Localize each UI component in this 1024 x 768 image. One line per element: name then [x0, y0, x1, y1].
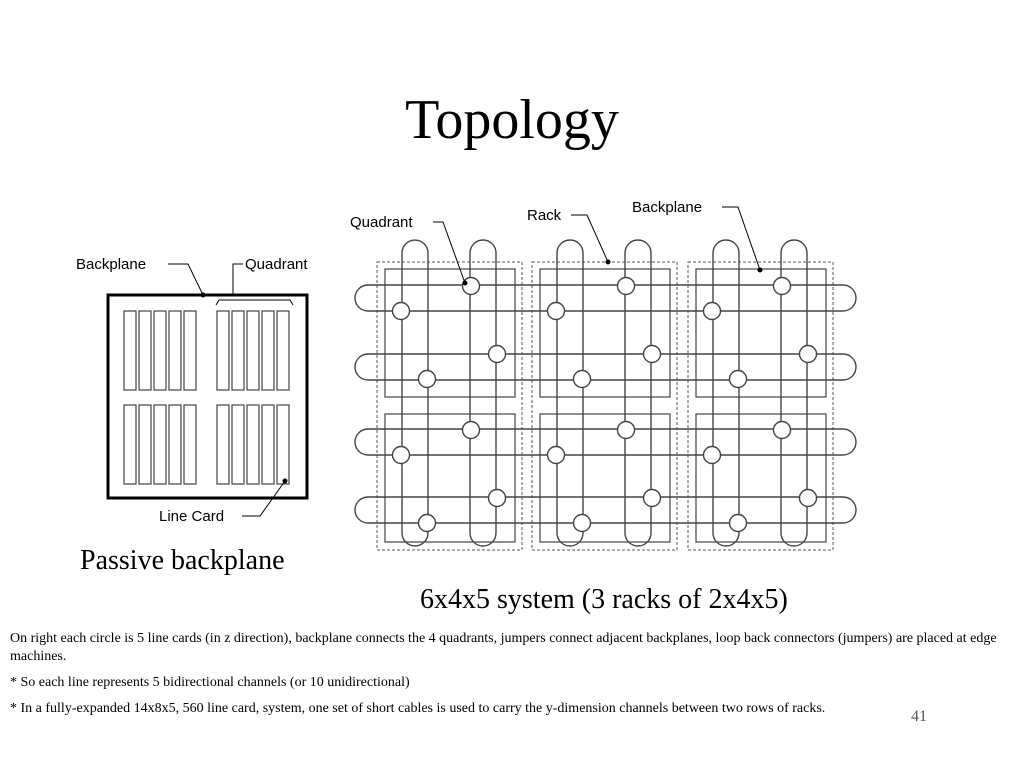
y-loop: [556, 239, 584, 547]
y-loop: [780, 239, 808, 547]
line-card-node: [772, 276, 792, 296]
rack-outlines: [376, 261, 834, 551]
caption-system: 6x4x5 system (3 racks of 2x4x5): [420, 584, 788, 615]
line-card-nodes: [391, 276, 818, 533]
line-card: [231, 310, 245, 391]
line-card: [138, 310, 152, 391]
y-loop: [401, 239, 429, 547]
label-backplane: Backplane: [76, 256, 146, 273]
line-card-node: [616, 420, 636, 440]
line-card-node: [772, 420, 792, 440]
line-card-node: [417, 369, 437, 389]
line-cards: [123, 310, 290, 485]
line-card: [231, 404, 245, 485]
line-card-node: [642, 488, 662, 508]
rack-outline: [376, 261, 523, 551]
line-card: [261, 404, 275, 485]
slide-title: Topology: [405, 89, 619, 151]
rack-outline: [531, 261, 678, 551]
line-card: [261, 310, 275, 391]
x-dimension-loops: [354, 284, 857, 524]
line-card-node: [391, 445, 411, 465]
label-quadrant-left: Quadrant: [245, 256, 308, 273]
line-card: [216, 310, 230, 391]
x-loop: [354, 496, 857, 524]
label-backplane-right: Backplane: [632, 199, 702, 216]
line-card: [123, 404, 137, 485]
line-card-node: [461, 276, 481, 296]
line-card-node: [546, 301, 566, 321]
line-card-node: [642, 344, 662, 364]
note-1: On right each circle is 5 line cards (in…: [10, 631, 997, 664]
line-card-node: [728, 369, 748, 389]
y-dimension-loops: [401, 239, 808, 547]
line-card: [153, 404, 167, 485]
quadrant-box: [539, 268, 671, 398]
line-card-node: [702, 301, 722, 321]
line-card-node: [572, 369, 592, 389]
rack-outline: [687, 261, 834, 551]
line-card: [183, 404, 197, 485]
line-card: [276, 310, 290, 391]
line-card-node: [572, 513, 592, 533]
quadrant-box: [384, 413, 516, 543]
backplane-marker: [200, 292, 206, 298]
line-card: [216, 404, 230, 485]
line-card-node: [487, 344, 507, 364]
y-loop: [469, 239, 497, 547]
quadrant-box: [384, 268, 516, 398]
passive-backplane-diagram: Backplane Quadrant Line Card: [76, 256, 309, 525]
backplane-marker-right: [757, 267, 763, 273]
slide-notes: On right each circle is 5 line cards (in…: [10, 630, 1010, 726]
line-card: [276, 404, 290, 485]
quadrant-leader-right: [433, 221, 466, 284]
rack-leader: [571, 214, 609, 263]
line-card: [246, 310, 260, 391]
line-card-node: [616, 276, 636, 296]
backplane-frame: [106, 293, 309, 500]
quadrant-box: [695, 413, 827, 543]
line-card: [168, 310, 182, 391]
quadrant-box: [539, 413, 671, 543]
backplane-leader: [168, 263, 204, 296]
line-card-node: [798, 488, 818, 508]
quadrant-leader-left: [232, 263, 243, 295]
y-loop: [624, 239, 652, 547]
label-line-card: Line Card: [159, 508, 224, 525]
line-card: [153, 310, 167, 391]
line-card-marker: [282, 478, 288, 484]
y-loop: [712, 239, 740, 547]
line-card-node: [702, 445, 722, 465]
line-card: [138, 404, 152, 485]
line-card-node: [417, 513, 437, 533]
quadrant-bracket: [215, 299, 294, 306]
line-card-node: [728, 513, 748, 533]
line-card-node: [546, 445, 566, 465]
label-quadrant-right: Quadrant: [350, 214, 413, 231]
line-card: [183, 310, 197, 391]
quadrant-boxes: [384, 268, 827, 543]
backplane-leader-right: [722, 206, 761, 271]
line-card-node: [487, 488, 507, 508]
caption-passive-backplane: Passive backplane: [80, 545, 285, 576]
note-2: * So each line represents 5 bidirectiona…: [10, 675, 410, 690]
line-card-node: [798, 344, 818, 364]
line-card: [123, 310, 137, 391]
quadrant-marker: [462, 280, 468, 286]
line-card-node: [461, 420, 481, 440]
line-card-leader: [242, 480, 286, 517]
line-card: [168, 404, 182, 485]
rack-marker: [605, 259, 611, 265]
line-card: [246, 404, 260, 485]
note-3: * In a fully-expanded 14x8x5, 560 line c…: [10, 701, 826, 716]
x-loop: [354, 284, 857, 312]
label-rack: Rack: [527, 207, 562, 224]
system-diagram: Quadrant Rack Backplane: [350, 199, 857, 551]
x-loop: [354, 428, 857, 456]
x-loop: [354, 353, 857, 381]
line-card-node: [391, 301, 411, 321]
page-number: 41: [911, 708, 927, 725]
